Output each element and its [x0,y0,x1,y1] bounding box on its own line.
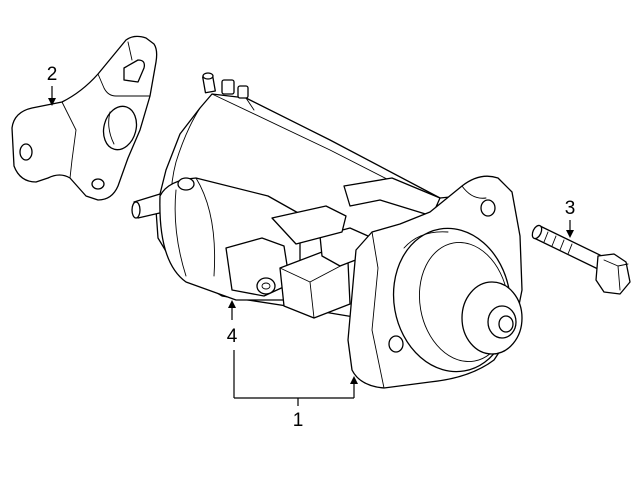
terminal-block [271,205,369,319]
solenoid [159,177,301,301]
callout-4-label: 4 [227,326,238,347]
callout-3-arrow [566,220,574,238]
callout-1-label: 1 [293,410,304,431]
front-flange [347,175,523,389]
starter-motor [131,72,523,389]
callout-3-label: 3 [565,198,576,219]
top-stud [202,72,249,99]
callout-2-arrow [48,86,56,106]
callout-4-arrow [228,300,236,320]
callout-1-leader [233,350,358,406]
callout-2-label: 2 [47,64,58,85]
mounting-bracket [11,35,158,201]
mounting-bolt [531,224,631,295]
